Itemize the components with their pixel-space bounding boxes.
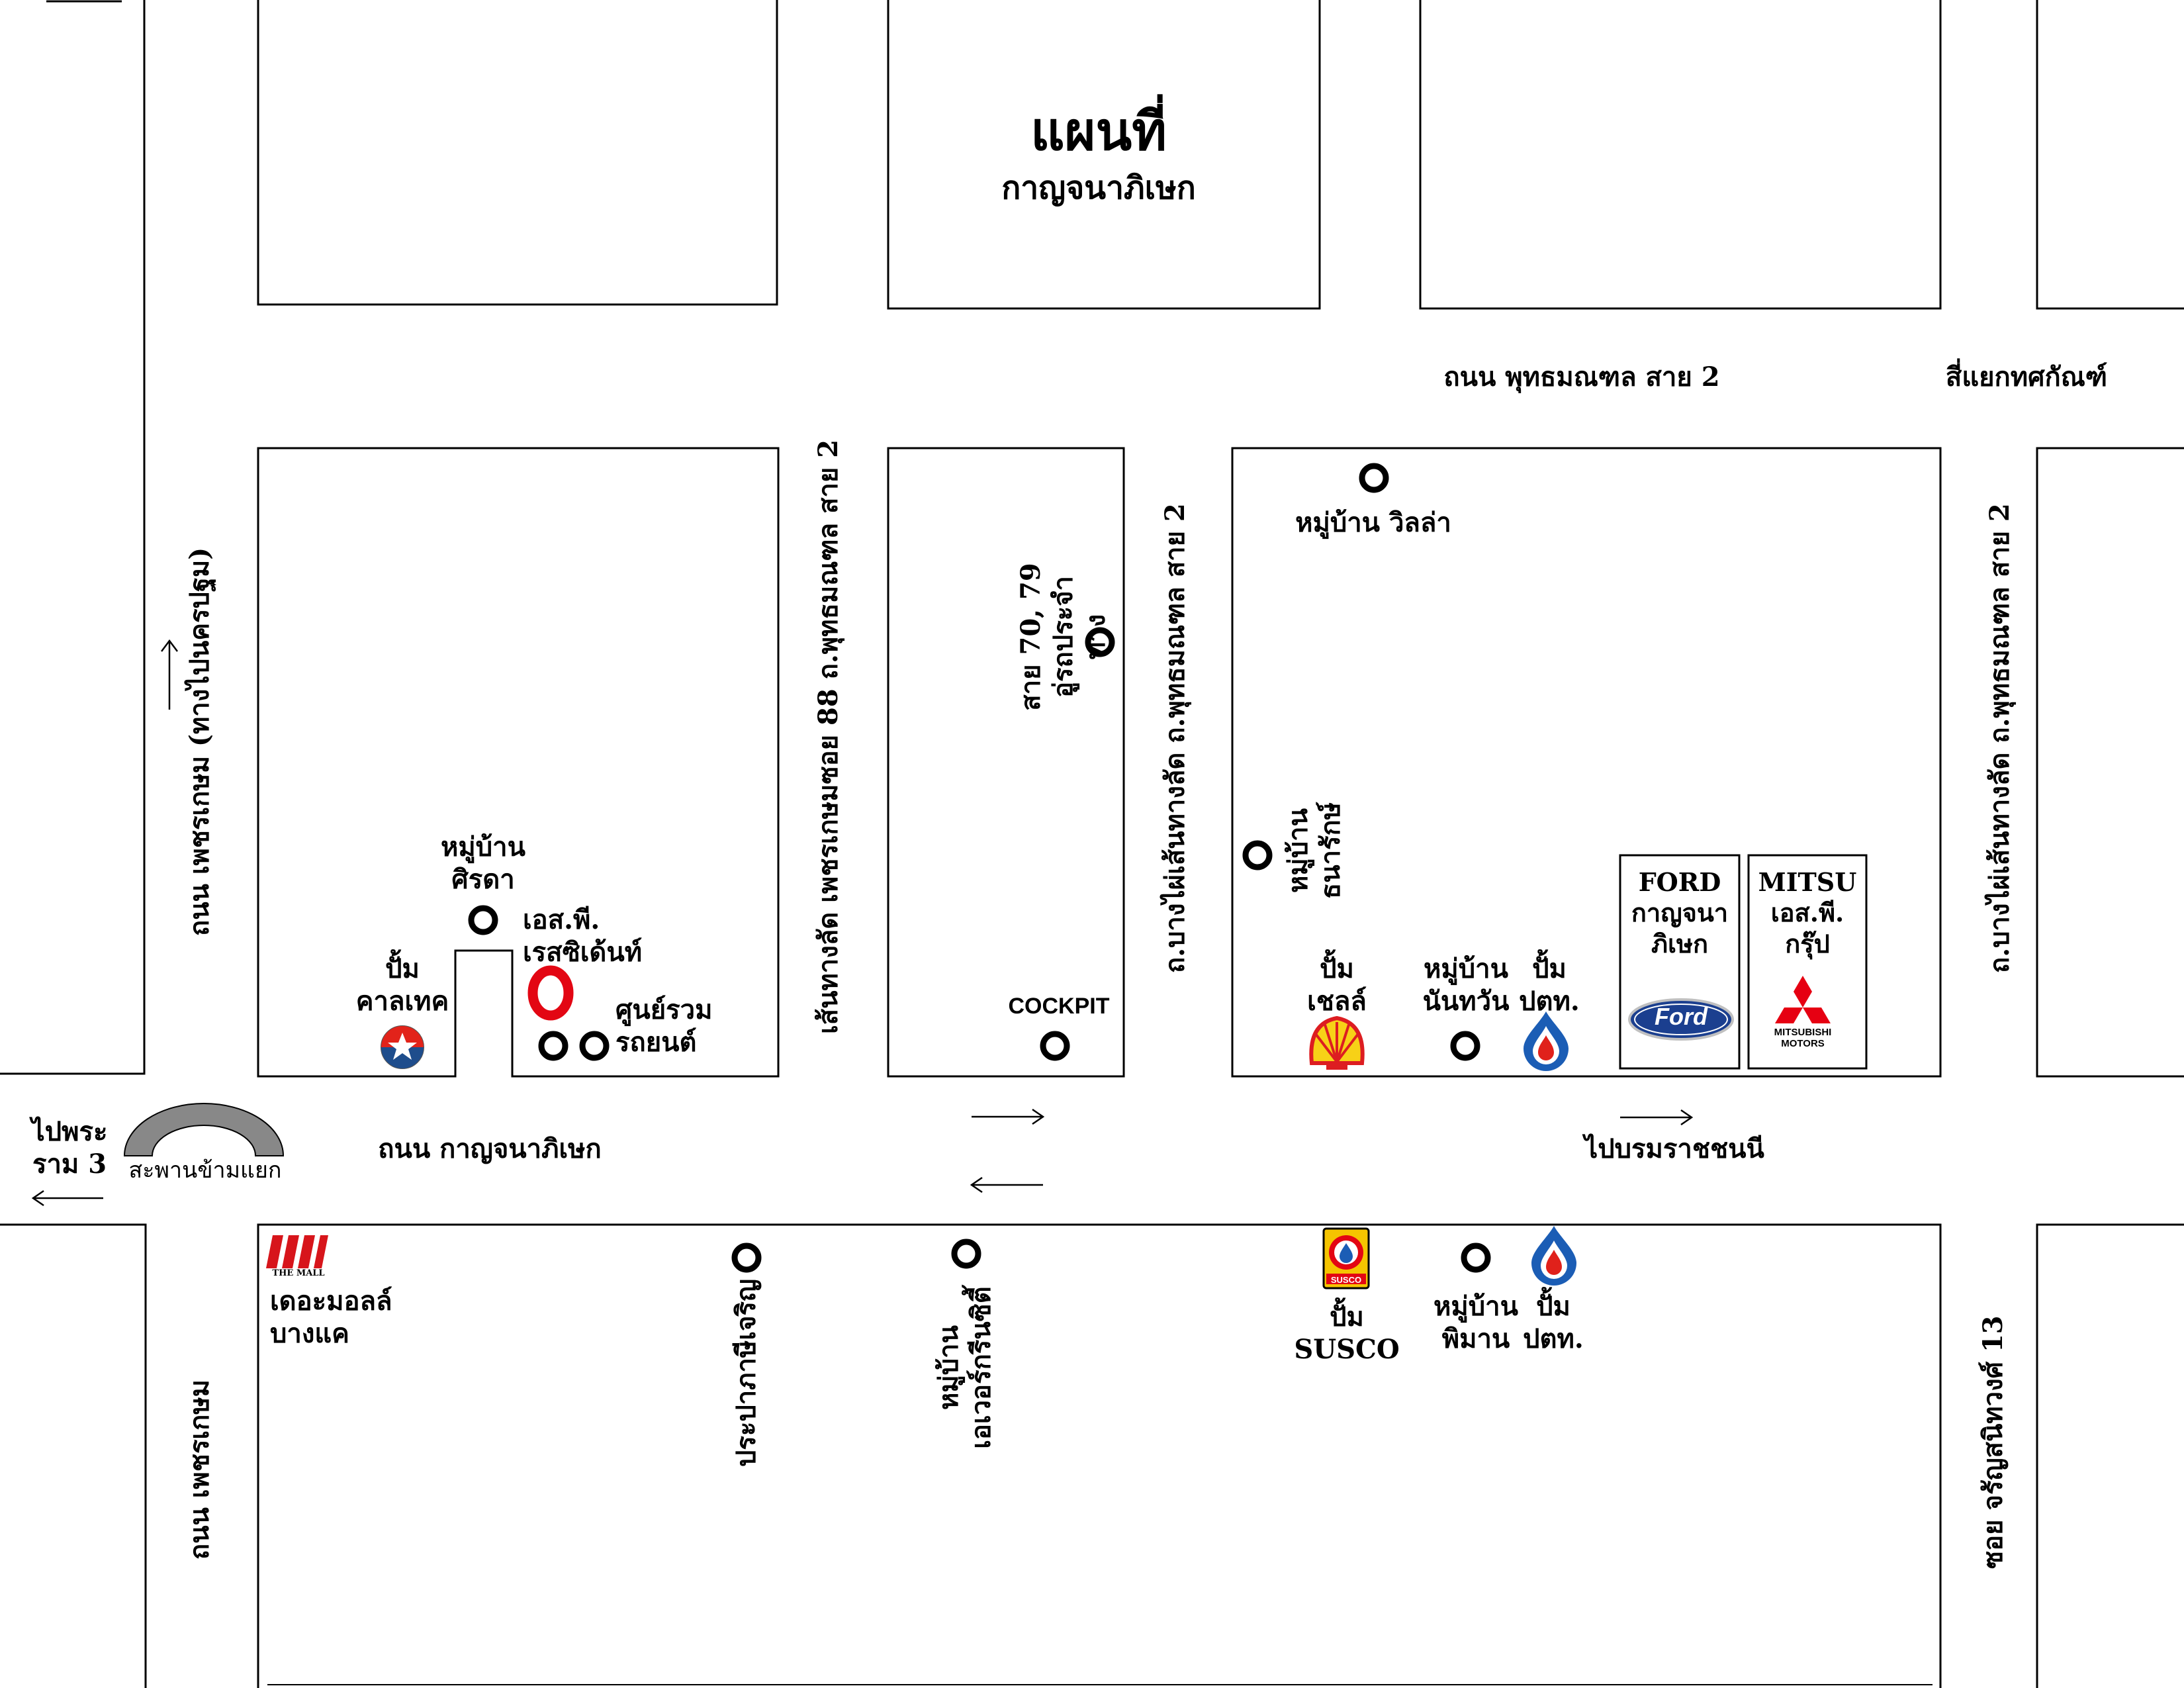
road-phetkasem-soi-88: เส้นทางลัด เพชรเกษมซอย 88 ถ.พุทธมณฑล สาย… [813, 439, 844, 1034]
arrow-east-borom-icon [1620, 1109, 1694, 1126]
block-bottom-main [257, 1223, 1942, 1688]
block-mid-3 [1231, 447, 1942, 1078]
ford-dealer-box [1619, 854, 1741, 1070]
bridge-label: สะพานข้ามแยก [128, 1157, 282, 1184]
sp-residence-marker-icon [527, 965, 574, 1021]
marker-prapa [731, 1243, 762, 1273]
arrow-west-icon [970, 1176, 1043, 1194]
bus-stop-label: สาย 70, 79 อู่รถประจำทาง [1015, 563, 1111, 711]
block-bottom-right [2036, 1223, 2184, 1688]
mitsubishi-logo-icon [1775, 976, 1831, 1023]
mitsu-label: MITSU เอส.พี. กรุ๊ป [1758, 867, 1857, 959]
susco-logo-text: SUSCO [1330, 1275, 1362, 1285]
the-mall-logo-text: THE MALL [272, 1268, 325, 1278]
ptt-south-label: ปั้ม ปตท. [1523, 1291, 1584, 1354]
nanthawan-label: หมู่บ้าน นันทวัน [1422, 953, 1510, 1017]
sp-residence-label: เอส.พี. เรสซิเด้นท์ [523, 904, 643, 968]
prapa-label: ประปาภาษีเจริญ [731, 1278, 762, 1467]
the-mall-logo-icon [266, 1235, 328, 1268]
block-mid-left-edge [0, 0, 146, 1075]
road-phetkasem-north: ถนน เพชรเกษม (ทางไปนครปฐม) [184, 547, 215, 936]
sirada-label: หมู่บ้าน ศิรดา [441, 831, 525, 895]
marker-thanarak [1242, 840, 1273, 870]
road-bangphai-shortcut-1: ถ.บางไผ่เส้นทางลัด ถ.พุทธมณฑล สาย 2 [1160, 503, 1191, 973]
direction-arrows [31, 639, 1694, 1207]
cockpit-label: COCKPIT [1008, 994, 1110, 1019]
road-kanchanaphisek: ถนน กาญจนาภิเษก [378, 1133, 602, 1164]
block-bottom-left-edge [0, 1223, 147, 1688]
road-phutthamonthon-2: ถนน พุทธมณฑล สาย 2 [1443, 361, 1720, 393]
marker-sirada [468, 905, 498, 935]
marker-cockpit [1040, 1031, 1070, 1061]
block-top-3 [1419, 0, 1942, 310]
ford-logo-text: Ford [1655, 1003, 1707, 1030]
marker-villa [1359, 463, 1389, 493]
ptt-logo-north-icon [1524, 1011, 1569, 1071]
road-bangphai-shortcut-2: ถ.บางไผ่เส้นทางลัด ถ.พุทธมณฑล สาย 2 [1984, 503, 2015, 973]
bridge-arch-icon [123, 1103, 285, 1156]
the-mall-label: เดอะมอลล์ บางแค [270, 1286, 392, 1349]
road-soi-charansanitwong: ซอย จรัญสนิทวงศ์ 13 [1978, 1315, 2009, 1569]
road-phetkasem-south: ถนน เพชรเกษม [184, 1379, 215, 1560]
caltex-label: ปั้ม คาลเทค [355, 953, 449, 1017]
block-mid-4 [2036, 447, 2184, 1078]
arrow-north-icon [161, 639, 178, 710]
susco-label: ปั้ม SUSCO [1294, 1301, 1400, 1365]
block-mid-1 [257, 447, 780, 1078]
ptt-north-label: ปั้ม ปตท. [1519, 953, 1580, 1017]
intersection-label: สี่แยกทศกัณฑ์ [1945, 361, 2108, 393]
block-mid-2 [887, 447, 1125, 1078]
evergreen-label: หมู่บ้าน เอเวอร์กรีนซิตี้ [933, 1286, 997, 1449]
car-center-label: ศูนย์รวม รถยนต์ [615, 994, 713, 1058]
marker-car-center-1 [538, 1031, 569, 1061]
block-top-1 [257, 0, 778, 306]
shell-logo-icon [1309, 1015, 1365, 1070]
susco-logo-icon [1322, 1227, 1370, 1289]
marker-nanthawan [1450, 1031, 1480, 1061]
marker-evergreen [951, 1239, 981, 1269]
marker-bus-stop [1085, 627, 1115, 657]
mitsubishi-logo-text: MITSUBISHI MOTORS [1774, 1027, 1832, 1049]
block-top-2 [887, 0, 1321, 310]
map-subtitle: กาญจนาภิเษก [1001, 169, 1196, 207]
mitsu-dealer-box [1747, 854, 1868, 1070]
ford-logo-icon [1628, 998, 1734, 1041]
map-title: แผนที่ [1030, 100, 1167, 162]
ptt-logo-south-icon [1531, 1226, 1576, 1286]
phiman-label: หมู่บ้าน พิมาน [1433, 1291, 1518, 1354]
arrow-east-icon [972, 1108, 1045, 1125]
to-rama3-label: ไปพระ ราม 3 [31, 1116, 108, 1180]
arrow-west-rama3-icon [31, 1190, 103, 1207]
marker-car-center-2 [579, 1031, 610, 1061]
shell-label: ปั้ม เชลล์ [1307, 953, 1367, 1017]
thanarak-label: หมู่บ้าน ธนารักษ์ [1283, 802, 1346, 900]
caltex-logo-icon [381, 1025, 424, 1069]
marker-phiman [1461, 1243, 1491, 1273]
villa-label: หมู่บ้าน วิลล่า [1295, 507, 1451, 538]
ford-label: FORD กาญจนา ภิเษก [1631, 867, 1729, 959]
to-borom-label: ไปบรมราชชนนี [1584, 1133, 1764, 1164]
block-top-4 [2036, 0, 2184, 310]
